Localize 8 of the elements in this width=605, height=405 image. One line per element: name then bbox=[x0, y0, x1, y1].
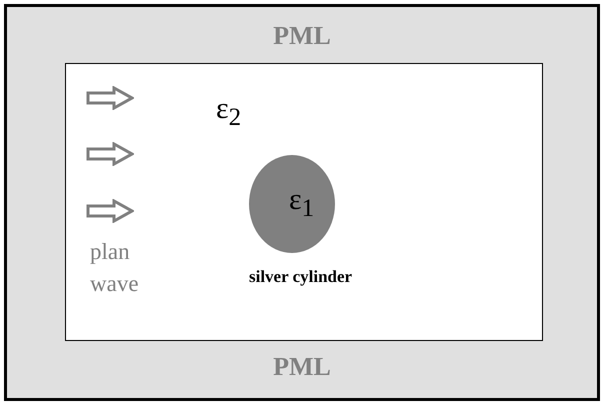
region-label: PML bbox=[272, 352, 332, 382]
permittivity-label: ε$_{1}$ bbox=[289, 183, 314, 223]
permittivity-label: ε$_{2}$ bbox=[216, 92, 242, 132]
material-label: silver cylinder bbox=[249, 266, 354, 288]
pml-frame bbox=[4, 4, 600, 401]
region-label: PML bbox=[272, 21, 332, 51]
domain-box bbox=[65, 63, 543, 341]
wave-label: plan wave bbox=[90, 238, 140, 298]
